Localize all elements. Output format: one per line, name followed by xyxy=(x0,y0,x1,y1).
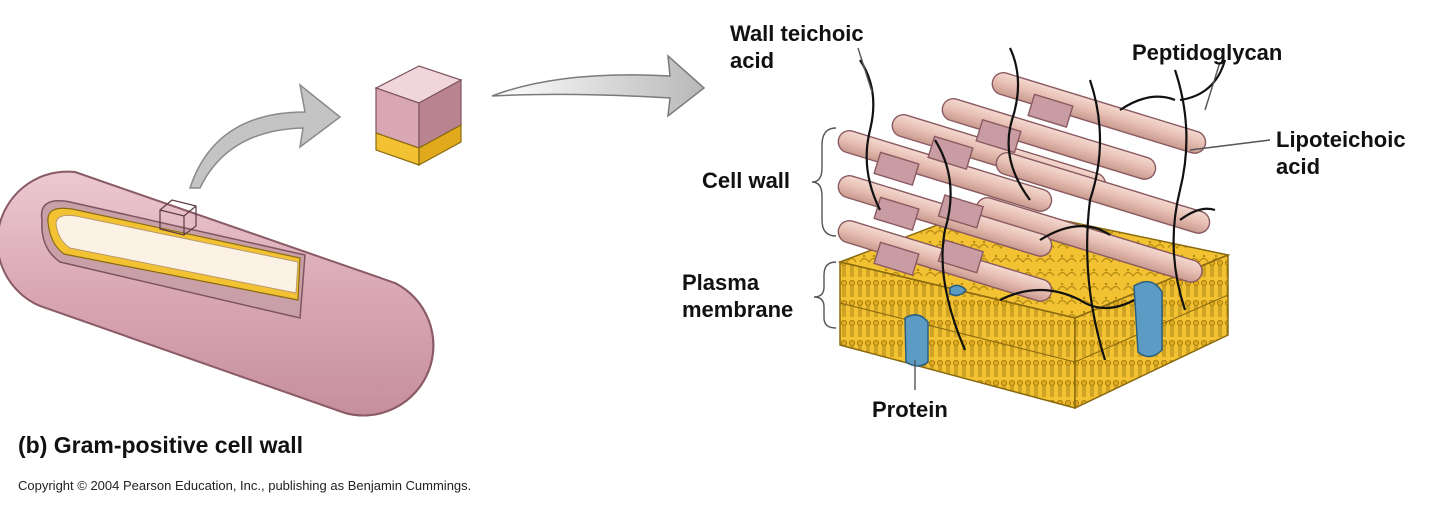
label-lipoteichoic-acid: Lipoteichoic acid xyxy=(1276,126,1406,180)
label-wall-teichoic-acid-line1: Wall teichoic xyxy=(730,21,864,46)
leader-lines xyxy=(811,47,1271,390)
peptidoglycan-rods xyxy=(837,72,1211,302)
label-wall-teichoic-acid: Wall teichoic acid xyxy=(730,20,864,74)
copyright-notice: Copyright © 2004 Pearson Education, Inc.… xyxy=(18,478,472,493)
label-plasma-membrane: Plasma membrane xyxy=(682,269,793,323)
figure-caption: (b) Gram-positive cell wall xyxy=(18,432,303,459)
panel-letter: (b) xyxy=(18,432,48,458)
label-lipoteichoic-acid-line1: Lipoteichoic xyxy=(1276,127,1406,152)
straight-arrow-2 xyxy=(491,54,706,118)
membrane-proteins xyxy=(904,280,1163,367)
label-peptidoglycan: Peptidoglycan xyxy=(1132,40,1283,65)
curved-arrow-1 xyxy=(188,83,342,189)
teichoic-acid-strands xyxy=(859,47,1227,361)
wall-section-cube xyxy=(374,65,463,167)
label-plasma-membrane-line2: membrane xyxy=(682,297,794,322)
label-cell-wall: Cell wall xyxy=(702,168,791,193)
bacterium-cell xyxy=(0,170,435,417)
label-plasma-membrane-line1: Plasma xyxy=(682,270,760,295)
label-wall-teichoic-acid-line2: acid xyxy=(730,48,775,73)
label-protein: Protein xyxy=(872,397,948,422)
caption-title: Gram-positive cell wall xyxy=(53,432,304,458)
label-lipoteichoic-acid-line2: acid xyxy=(1276,154,1321,179)
